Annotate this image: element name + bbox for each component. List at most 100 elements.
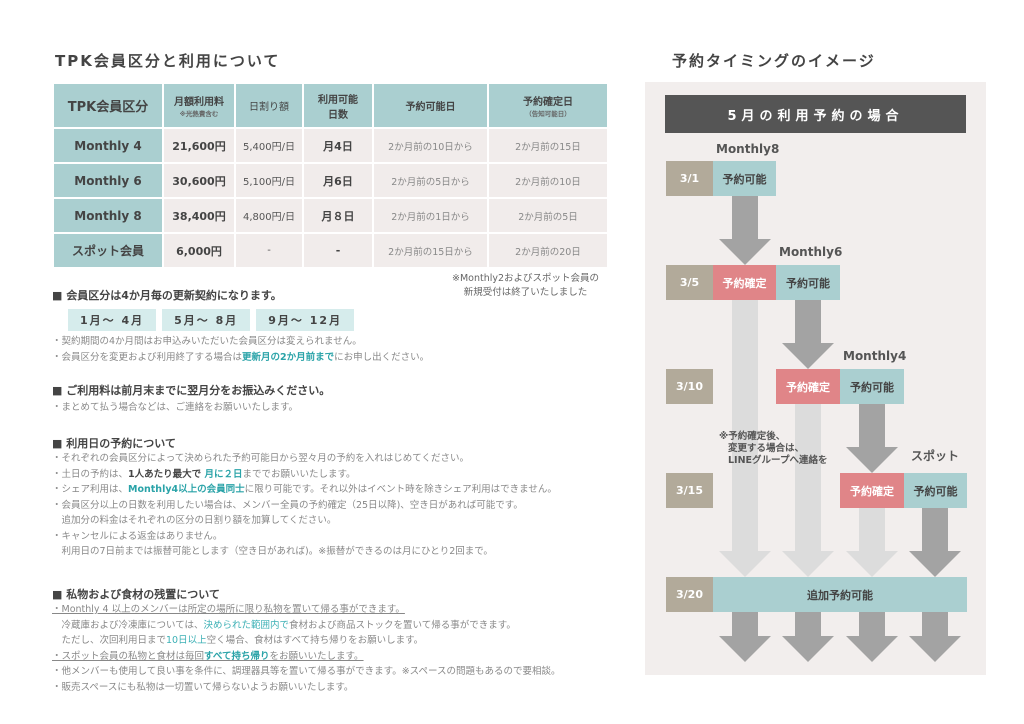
t: 空く場合、食材はすべて持ち帰りをお願いします。 <box>206 635 424 646</box>
plan-label-monthly6: Monthly6 <box>779 245 843 259</box>
cell: 2か月前の15日 <box>489 129 607 162</box>
cell: 6,000円 <box>164 234 234 267</box>
header-class: TPK会員区分 <box>54 84 162 127</box>
plan-label-monthly4: Monthly4 <box>843 349 907 363</box>
bold: 1人あたり最大で <box>128 468 202 480</box>
header-confirm-label: 予約確定日 <box>523 97 573 108</box>
t: に限り可能です。それ以外はイベント時を除きシェア利用はできません。 <box>244 484 557 495</box>
section-heading: ■ 私物および食材の残置について <box>52 588 220 601</box>
t: ・シェア利用は、 <box>52 484 129 495</box>
highlight: 更新月の2か月前まで <box>242 351 335 363</box>
cell: 2か月前の10日から <box>374 129 487 162</box>
section-payment: ■ ご利用料は前月末までに翌月分をお振込みください。 ・まとめて払う場合などは、… <box>52 382 330 416</box>
cell: 月4日 <box>304 129 372 162</box>
membership-table: TPK会員区分 月額利用料 ※光熱費含む 日割り額 利用可能日数 予約可能日 予約… <box>52 82 609 269</box>
header-daily: 日割り額 <box>236 84 302 127</box>
plan-label-spot: スポット <box>911 449 960 463</box>
table-header-row: TPK会員区分 月額利用料 ※光熱費含む 日割り額 利用可能日数 予約可能日 予約… <box>54 84 607 127</box>
down-arrow-icon <box>719 612 771 662</box>
date-3-15: 3/15 <box>666 473 713 508</box>
header-fee: 月額利用料 ※光熱費含む <box>164 84 234 127</box>
highlight: 決められた範囲内で <box>203 619 290 631</box>
text-line: ・シェア利用は、Monthly4以上の会員同士に限り可能です。それ以外はイベント… <box>52 482 557 498</box>
t: 冷蔵庫および冷凍庫については、 <box>52 619 204 631</box>
left-title: TPK会員区分と利用について <box>55 52 281 70</box>
t: にお申し出ください。 <box>334 351 430 363</box>
text-line: 冷蔵庫および冷凍庫については、決められた範囲内で食材および商品ストックを置いて帰… <box>52 618 561 634</box>
section-heading: ■ 利用日の予約について <box>52 437 176 450</box>
down-arrow-icon <box>846 404 898 473</box>
cell: 4,800円/日 <box>236 199 302 232</box>
period-badge: 9月～ 12月 <box>256 309 355 331</box>
extra-available-box: 追加予約可能 <box>713 577 967 612</box>
cell: 2か月前の15日から <box>374 234 487 267</box>
text-line: 追加分の料金はそれぞれの区分の日割り額を加算してください。 <box>52 515 337 526</box>
available-box: 予約可能 <box>713 161 776 196</box>
header-days-l2: 日数 <box>328 109 348 121</box>
text-line: ・販売スペースにも私物は一切置いて帰らないようお願いいたします。 <box>52 681 354 693</box>
cell: 2か月前の1日から <box>374 199 487 232</box>
text-line: ただし、次回利用日まで10日以上空く場合、食材はすべて持ち帰りをお願いします。 <box>52 633 561 649</box>
t: ・スポット会員の私物と食材は毎回 <box>52 650 205 662</box>
cell: 月８日 <box>304 199 372 232</box>
down-arrow-icon <box>719 300 771 577</box>
note-l3: LINEグループへ連絡を <box>728 455 828 466</box>
notice: ※Monthly2およびスポット会員の 新規受付は終了いたしました <box>452 272 599 300</box>
section-heading: ■ 会員区分は4か月毎の更新契約になります。 <box>52 289 282 302</box>
down-arrow-icon <box>846 612 898 662</box>
period-badge: 1月～ 4月 <box>68 309 157 331</box>
text-line: ・会員区分を変更および利用終了する場合は更新月の2か月前までにお申し出ください。 <box>52 350 429 366</box>
text-line: ・会員区分以上の日数を利用したい場合は、メンバー全員の予約確定（25日以降)、空… <box>52 499 523 511</box>
down-arrow-icon <box>909 612 961 662</box>
note-l2: 変更する場合は、 <box>728 443 805 454</box>
t: ・土日の予約は、 <box>52 468 129 480</box>
header-reserve: 予約可能日 <box>374 84 487 127</box>
text-line: 利用日の7日前までは振替可能とします（空き日があれば)。※振替ができるのは月にひ… <box>52 546 493 557</box>
confirmed-box: 予約確定 <box>840 473 904 508</box>
text-line: ・スポット会員の私物と食材は毎回すべて持ち帰りをお願いいたします。 <box>52 649 561 665</box>
cell: 2か月前の5日 <box>489 199 607 232</box>
right-title: 予約タイミングのイメージ <box>672 52 876 70</box>
confirmed-box: 予約確定 <box>713 265 776 300</box>
text-line: ・契約期間の4か月間はお申込みいただいた会員区分は変えられません。 <box>52 336 362 347</box>
down-arrow-icon <box>782 612 834 662</box>
highlight: 10日以上 <box>166 635 207 646</box>
plan-label-monthly8: Monthly8 <box>716 142 780 156</box>
available-box: 予約可能 <box>904 473 967 508</box>
header-fee-sub: ※光熱費含む <box>179 110 219 118</box>
cell: - <box>304 234 372 267</box>
text-line: ・キャンセルによる返金はありません。 <box>52 530 223 542</box>
cell: 21,600円 <box>164 129 234 162</box>
date-3-5: 3/5 <box>666 265 713 300</box>
down-arrow-icon <box>846 508 898 577</box>
highlight: 月に２日 <box>201 468 243 480</box>
cell: 38,400円 <box>164 199 234 232</box>
down-arrow-icon <box>782 404 834 577</box>
date-3-20: 3/20 <box>666 577 713 612</box>
t: まででお願いいたします。 <box>242 468 356 480</box>
t: 食材および商品ストックを置いて帰る事ができます。 <box>289 619 516 631</box>
cell: 5,100円/日 <box>236 164 302 197</box>
section-heading: ■ ご利用料は前月末までに翌月分をお振込みください。 <box>52 384 331 397</box>
change-note: ※予約確定後、 変更する場合は、 LINEグループへ連絡を <box>719 431 827 467</box>
highlight: すべて持ち帰り <box>204 650 270 662</box>
text-line: ・土日の予約は、1人あたり最大で 月に２日まででお願いいたします。 <box>52 467 557 483</box>
header-days-l1: 利用可能 <box>318 94 358 106</box>
cell: 30,600円 <box>164 164 234 197</box>
period-badge: 5月～ 8月 <box>162 309 251 331</box>
cell: - <box>236 234 302 267</box>
down-arrow-icon <box>909 508 961 577</box>
t: ・会員区分を変更および利用終了する場合は <box>52 351 243 363</box>
text-line: ・まとめて払う場合などは、ご連絡をお願いいたします。 <box>52 402 299 413</box>
available-box: 予約可能 <box>840 369 904 404</box>
notice-l2: 新規受付は終了いたしました <box>463 287 588 298</box>
notice-l1: ※Monthly2およびスポット会員の <box>452 273 600 284</box>
cell: 2か月前の10日 <box>489 164 607 197</box>
header-fee-label: 月額利用料 <box>174 97 224 108</box>
cell: Monthly 4 <box>54 129 162 162</box>
highlight: Monthly4以上の会員同士 <box>128 484 245 495</box>
